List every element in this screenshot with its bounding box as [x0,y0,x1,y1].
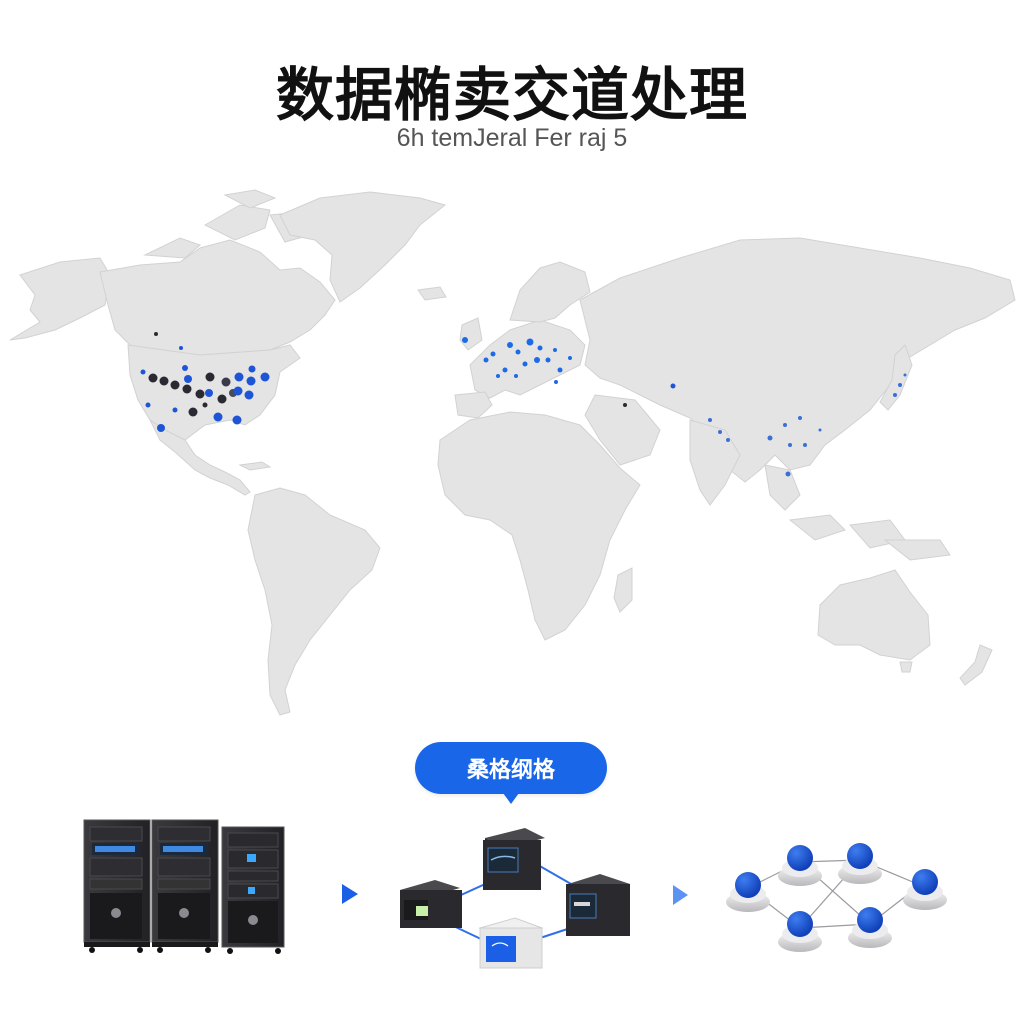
south-america [247,487,381,716]
mesh-node-6 [848,907,892,948]
asia [579,237,1016,483]
mesh-node-2 [778,845,822,886]
page-subtitle: 6h temJeral Fer raj 5 [396,124,628,152]
server-tower-1 [83,819,151,953]
mexico [148,418,251,496]
network-node-icon [726,843,947,952]
server-tower-icon [83,819,285,954]
africa [437,411,641,641]
flow-arrow-2-icon [673,885,688,905]
box-left [400,880,462,928]
japan [879,344,913,411]
asia-dots [623,373,907,477]
box-top [483,828,545,890]
box-bottom [478,917,544,969]
europe [469,319,586,399]
server-tower-3 [221,826,285,954]
europe-dots [462,337,572,384]
mesh-node-1 [726,872,770,912]
usa-dots [140,332,270,432]
mesh-node-5 [778,911,822,952]
world-map [9,189,1016,716]
page-title: 数据椭卖交道处理 [275,61,748,129]
mesh-node-3 [838,843,882,884]
usa [127,344,301,441]
callout-bubble: 桑格纲格 [415,742,607,804]
australia [817,569,931,661]
server-tower-2 [151,819,219,953]
alaska [9,257,111,341]
scandinavia [509,261,591,323]
canada [99,239,336,356]
box-right [566,874,630,936]
mesh-node-4 [903,869,947,910]
flow-arrow-1-icon [342,884,358,904]
greenland [279,191,447,303]
server-box-icon [400,828,630,969]
